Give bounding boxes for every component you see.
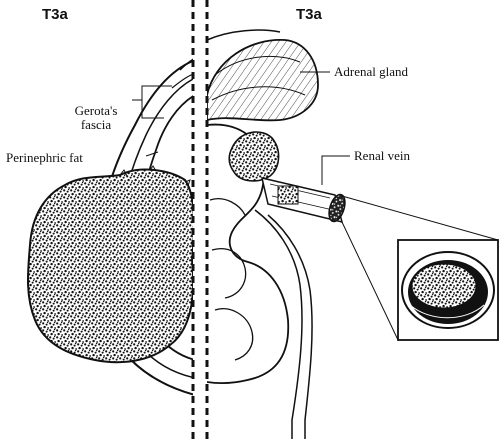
perinephric-fat-label: Perinephric fat: [6, 151, 83, 165]
right-panel-title: T3a: [296, 8, 322, 22]
right-kidney-section: [207, 30, 348, 439]
tumor-mass: [28, 170, 194, 363]
renal-vein-tube: [262, 178, 348, 223]
ureter: [255, 210, 302, 439]
venous-tumor-thrombus: [229, 132, 278, 181]
renal-vein-cross-section-inset: [398, 240, 498, 340]
renal-vein-label: Renal vein: [354, 149, 410, 163]
gerotas-fascia-label: Gerota's fascia: [56, 104, 136, 132]
adrenal-gland-shape: [207, 40, 318, 120]
gerotas-fascia-label-line1: Gerota's fascia: [56, 104, 136, 132]
left-panel-title: T3a: [42, 8, 68, 22]
adrenal-gland-label: Adrenal gland: [334, 65, 408, 79]
